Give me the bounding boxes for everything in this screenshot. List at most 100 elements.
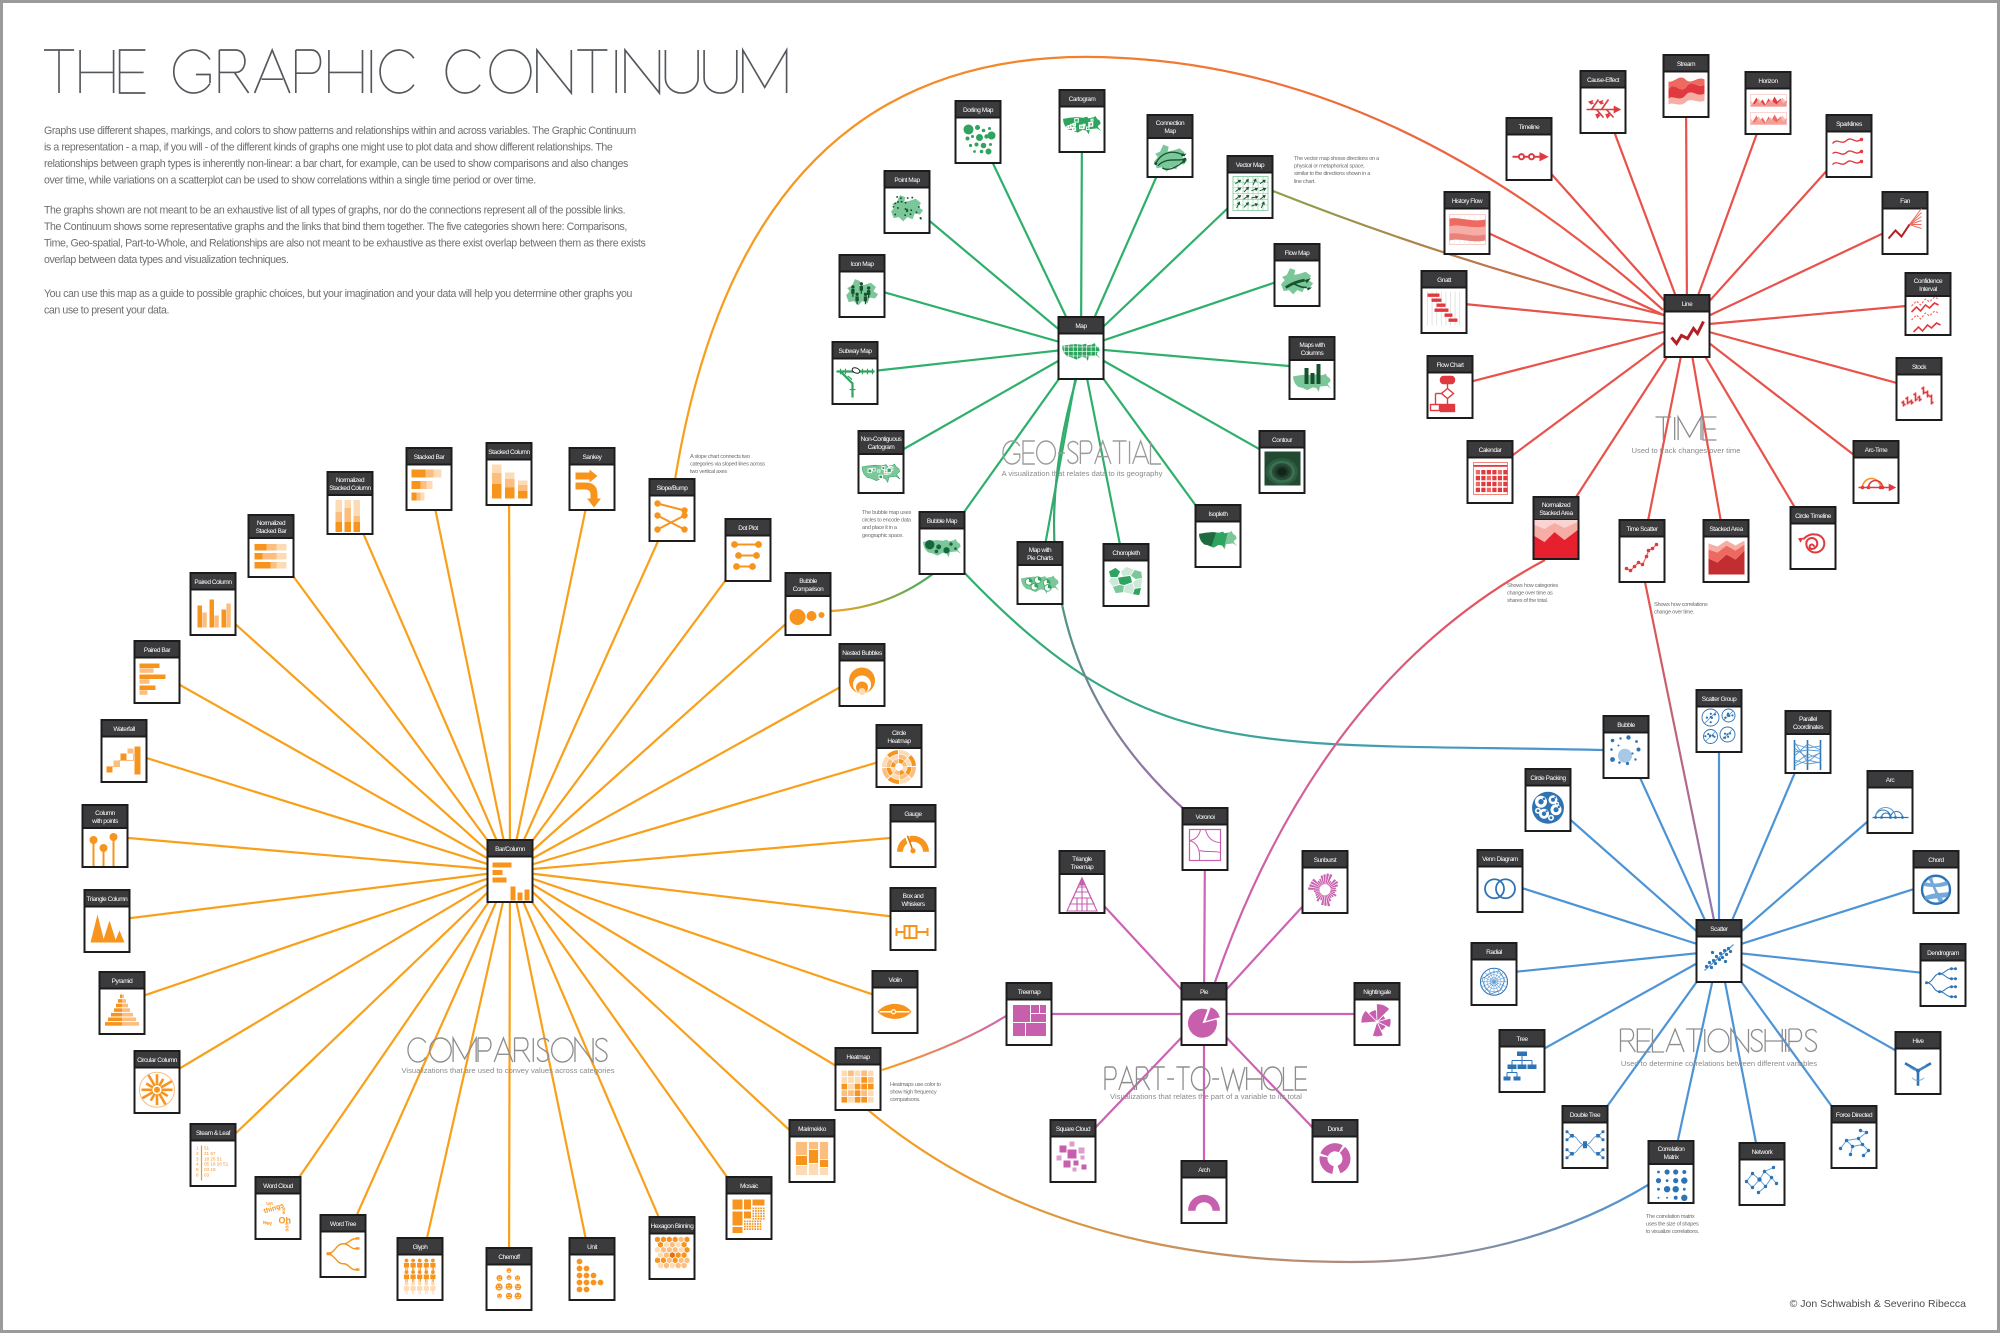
svg-text:05 18 26 51: 05 18 26 51 bbox=[204, 1162, 229, 1167]
svg-text:4: 4 bbox=[196, 1162, 199, 1167]
svg-text:Slope/Bump: Slope/Bump bbox=[657, 485, 689, 492]
svg-text:Connection: Connection bbox=[1156, 120, 1185, 127]
svg-text:Gnatt: Gnatt bbox=[1437, 277, 1451, 284]
svg-text:Paired Bar: Paired Bar bbox=[144, 647, 171, 654]
svg-text:2: 2 bbox=[196, 1151, 199, 1156]
svg-text:categories via sloped lines ac: categories via sloped lines across bbox=[690, 462, 765, 468]
svg-text:Scatter: Scatter bbox=[1710, 926, 1729, 933]
svg-text:Map with: Map with bbox=[1029, 547, 1052, 554]
svg-text:can use to present your data.: can use to present your data. bbox=[44, 305, 169, 317]
svg-text:Used to track changes over tim: Used to track changes over time bbox=[1632, 446, 1741, 455]
svg-text:Bubble Map: Bubble Map bbox=[927, 518, 958, 525]
svg-text:Sparklines: Sparklines bbox=[1836, 121, 1863, 128]
svg-text:relationships between graph ty: relationships between graph types is inh… bbox=[44, 158, 628, 170]
svg-text:3: 3 bbox=[196, 1156, 199, 1161]
svg-text:Word Cloud: Word Cloud bbox=[263, 1183, 294, 1190]
svg-text:Maps with: Maps with bbox=[1299, 342, 1325, 349]
svg-text:Cartogram: Cartogram bbox=[868, 444, 895, 451]
svg-text:Icon Map: Icon Map bbox=[850, 261, 874, 268]
svg-text:Map: Map bbox=[1075, 323, 1087, 330]
svg-text:Hexagon Binning: Hexagon Binning bbox=[651, 1223, 695, 1230]
svg-text:is a representation - a map, i: is a representation - a map, if you will… bbox=[44, 142, 613, 154]
svg-text:Visualizations that are used t: Visualizations that are used to convey v… bbox=[401, 1066, 614, 1075]
svg-text:change over time.: change over time. bbox=[1654, 610, 1695, 616]
svg-text:Pie Charts: Pie Charts bbox=[1027, 555, 1054, 562]
svg-text:change over time as: change over time as bbox=[1507, 591, 1553, 597]
svg-text:Paired Column: Paired Column bbox=[194, 579, 232, 586]
svg-text:51: 51 bbox=[204, 1146, 210, 1151]
svg-text:Mosaic: Mosaic bbox=[740, 1183, 759, 1190]
svg-text:Matrix: Matrix bbox=[1664, 1154, 1680, 1161]
svg-text:Waterfall: Waterfall bbox=[113, 726, 135, 733]
svg-text:The Continuum shows some repre: The Continuum shows some representative … bbox=[44, 221, 627, 233]
svg-text:Nightingale: Nightingale bbox=[1363, 989, 1391, 996]
svg-text:similar to the directions show: similar to the directions shown in a bbox=[1294, 171, 1371, 177]
svg-text:Confidence: Confidence bbox=[1914, 278, 1943, 285]
svg-text:Sunburst: Sunburst bbox=[1314, 857, 1337, 864]
svg-text:Dot Plot: Dot Plot bbox=[738, 525, 758, 532]
svg-text:Shows how categories: Shows how categories bbox=[1507, 583, 1558, 589]
svg-text:Subway Map: Subway Map bbox=[838, 348, 872, 355]
svg-text:Stacked Column: Stacked Column bbox=[329, 485, 371, 492]
svg-text:Columns: Columns bbox=[1301, 350, 1325, 357]
svg-text:Hive: Hive bbox=[1912, 1038, 1924, 1045]
svg-text:Network: Network bbox=[1752, 1149, 1774, 1156]
svg-text:Vector Map: Vector Map bbox=[1236, 162, 1265, 169]
svg-text:03 18: 03 18 bbox=[204, 1167, 216, 1172]
svg-text:Isopleth: Isopleth bbox=[1208, 511, 1228, 518]
svg-text:Stock: Stock bbox=[1912, 364, 1927, 371]
svg-text:and place it in a: and place it in a bbox=[862, 525, 898, 531]
svg-text:Stacked Area: Stacked Area bbox=[1539, 510, 1573, 517]
svg-text:Tree: Tree bbox=[1516, 1036, 1528, 1043]
svg-text:Flow Map: Flow Map bbox=[1285, 250, 1310, 257]
svg-text:Unit: Unit bbox=[587, 1244, 597, 1251]
svg-text:Heatmap: Heatmap bbox=[846, 1054, 870, 1061]
svg-text:Treemap: Treemap bbox=[1018, 989, 1041, 996]
svg-text:two vertical axes: two vertical axes bbox=[690, 469, 727, 475]
svg-text:toe: toe bbox=[282, 1208, 287, 1215]
svg-text:Whiskers: Whiskers bbox=[901, 901, 925, 908]
svg-text:Comparison: Comparison bbox=[793, 586, 824, 593]
svg-text:Time Scatter: Time Scatter bbox=[1626, 526, 1658, 533]
svg-text:over time, while variations on: over time, while variations on a scatter… bbox=[44, 175, 536, 187]
svg-text:Force Directed: Force Directed bbox=[1836, 1112, 1873, 1119]
svg-text:Stacked Bar: Stacked Bar bbox=[414, 454, 446, 461]
svg-text:Timeline: Timeline bbox=[1519, 124, 1541, 131]
svg-text:Cause-Effect: Cause-Effect bbox=[1587, 77, 1620, 84]
svg-text:Interval: Interval bbox=[1919, 286, 1938, 293]
svg-text:Circle Timeline: Circle Timeline bbox=[1795, 513, 1832, 520]
svg-text:Stacked Bar: Stacked Bar bbox=[256, 528, 288, 535]
svg-text:Line: Line bbox=[1682, 301, 1693, 308]
svg-text:Heatmaps use color to: Heatmaps use color to bbox=[890, 1082, 941, 1088]
svg-text:Nested Bubbles: Nested Bubbles bbox=[842, 650, 883, 657]
svg-text:A slope chart connects two: A slope chart connects two bbox=[690, 454, 750, 460]
svg-text:1: 1 bbox=[196, 1146, 199, 1151]
svg-text:Map: Map bbox=[1164, 128, 1176, 135]
svg-text:Gauge: Gauge bbox=[904, 811, 922, 818]
svg-text:Bar/Column: Bar/Column bbox=[495, 846, 526, 853]
svg-text:with points: with points bbox=[91, 818, 119, 825]
svg-text:Treemap: Treemap bbox=[1071, 864, 1094, 871]
svg-text:The bubble map uses: The bubble map uses bbox=[862, 510, 911, 516]
svg-text:Visualizations that relates th: Visualizations that relates the part of … bbox=[1110, 1092, 1302, 1101]
svg-text:Cartogram: Cartogram bbox=[1069, 96, 1096, 103]
svg-text:21 97: 21 97 bbox=[204, 1151, 216, 1156]
svg-text:Point Map: Point Map bbox=[894, 177, 920, 184]
svg-text:Heatmap: Heatmap bbox=[887, 738, 911, 745]
svg-text:son: son bbox=[285, 1223, 291, 1232]
svg-text:Chord: Chord bbox=[1928, 857, 1944, 864]
svg-text:Fan: Fan bbox=[1900, 198, 1911, 205]
svg-text:The correlation matrix: The correlation matrix bbox=[1646, 1214, 1695, 1220]
svg-text:Normalized: Normalized bbox=[1542, 502, 1571, 509]
svg-text:Calendar: Calendar bbox=[1479, 447, 1503, 454]
svg-text:overlap between data types and: overlap between data types and visualiza… bbox=[44, 254, 288, 266]
svg-text:physical or metaphorical space: physical or metaphorical space, bbox=[1294, 164, 1365, 170]
svg-text:geographic space.: geographic space. bbox=[862, 533, 904, 539]
svg-text:Correlation: Correlation bbox=[1658, 1146, 1686, 1153]
svg-text:show high frequency: show high frequency bbox=[890, 1090, 937, 1096]
svg-text:Pie: Pie bbox=[1200, 989, 1209, 996]
svg-text:© Jon Schwabish & Severino Rib: © Jon Schwabish & Severino Ribecca bbox=[1790, 1298, 1967, 1310]
svg-text:Time, Geo-spatial, Part-to-Who: Time, Geo-spatial, Part-to-Whole, and Re… bbox=[44, 238, 645, 250]
svg-text:Used to determine correlations: Used to determine correlations between d… bbox=[1621, 1059, 1817, 1068]
svg-text:Bubble: Bubble bbox=[1617, 722, 1635, 729]
